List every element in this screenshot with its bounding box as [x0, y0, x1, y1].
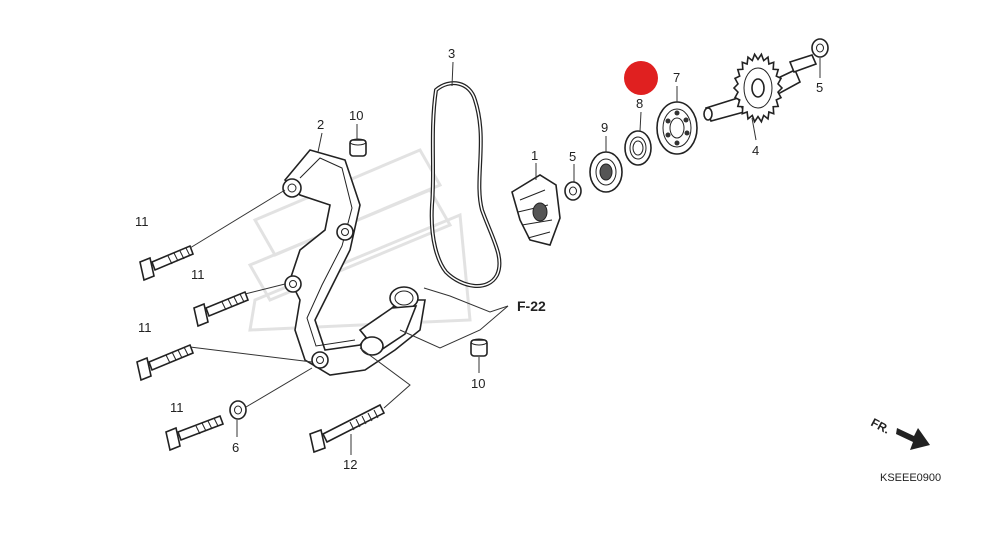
direction-label: FR.: [869, 415, 893, 436]
callout-5-left: 5: [569, 149, 576, 164]
front-direction-indicator: FR.: [869, 415, 930, 450]
callout-12: 12: [343, 457, 357, 472]
callout-2: 2: [317, 117, 324, 132]
part-10-dowel-pin-bottom: [470, 338, 488, 357]
part-11-bolt-2: [193, 290, 250, 328]
part-8-seal: [624, 130, 652, 166]
part-11-bolt-4: [165, 414, 225, 452]
part-9-oil-seal: [589, 151, 623, 193]
callout-3: 3: [448, 46, 455, 61]
callout-10-bottom: 10: [471, 376, 485, 391]
callout-7: 7: [673, 70, 680, 85]
callout-11-d: 11: [170, 400, 184, 415]
part-7-bearing: [656, 101, 698, 155]
callout-4: 4: [752, 143, 759, 158]
callout-10-top: 10: [349, 108, 363, 123]
part-5-washer-left: [564, 181, 582, 201]
part-3-gasket: [429, 81, 502, 289]
callout-11-b: 11: [191, 267, 205, 282]
gear-hub: [743, 67, 773, 109]
part-11-bolt-3: [136, 343, 195, 382]
callout-8: 8: [636, 96, 643, 111]
part-11-bolt-1: [139, 244, 195, 282]
part-2-pump-cover: [282, 149, 426, 376]
part-6-washer: [229, 400, 247, 420]
part-4-pump-shaft: [703, 52, 818, 124]
gear-bore: [751, 78, 765, 98]
front-arrow-icon: [896, 428, 930, 450]
callout-9: 9: [601, 120, 608, 135]
diagram-code: KSEEE0900: [880, 472, 941, 484]
part-12-long-bolt: [309, 403, 386, 454]
callout-1: 1: [531, 148, 538, 163]
part-5-washer-right: [811, 38, 829, 58]
callout-11-a: 11: [135, 214, 149, 229]
watermark-logo: [247, 148, 472, 332]
reference-label: F-22: [517, 298, 546, 314]
red-marker: [624, 61, 658, 95]
callout-5-right: 5: [816, 80, 823, 95]
part-4-gear: [732, 52, 784, 124]
leader-lines: [189, 58, 821, 455]
callout-11-c: 11: [138, 320, 152, 335]
callout-6: 6: [232, 440, 239, 455]
part-1-impeller: [511, 174, 561, 246]
part-10-dowel-pin-top: [349, 138, 367, 157]
